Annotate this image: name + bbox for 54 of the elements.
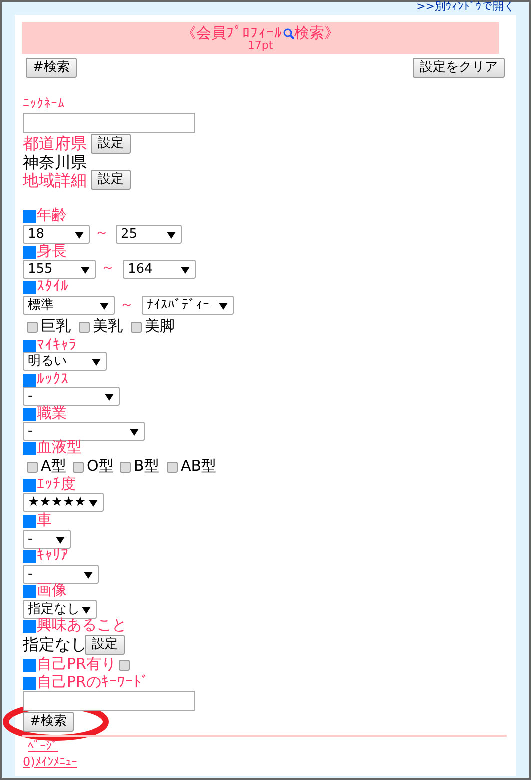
checkbox-label: A型 xyxy=(41,459,66,474)
field-label: 年齢 xyxy=(37,208,67,223)
menu-link: 0)ﾒｲﾝﾒﾆｭｰ xyxy=(23,756,78,768)
dropdown: - xyxy=(23,530,71,549)
dropdown: 25 xyxy=(116,225,182,244)
checkbox-label: 美乳 xyxy=(93,319,123,334)
field-label: 自己PRのｷｰﾜｰﾄﾞ xyxy=(37,675,150,690)
value-text: 神奈川県 xyxy=(23,155,87,171)
heading-text: 検索》 xyxy=(294,24,340,43)
dropdown: 明るい xyxy=(23,352,107,371)
field-label: ｴｯﾁ度 xyxy=(37,477,76,492)
field-label: 都道府県 xyxy=(23,136,87,152)
dropdown: - xyxy=(23,565,99,584)
field-label: ｷｬﾘｱ xyxy=(37,548,69,563)
button: #検索 xyxy=(26,58,77,78)
range-separator: ～ xyxy=(120,298,134,312)
field-label: 画像 xyxy=(37,583,67,598)
dropdown: 18 xyxy=(23,225,90,244)
value-text: 指定なし xyxy=(23,637,87,653)
button: 設定 xyxy=(91,170,131,190)
dropdown: 指定なし xyxy=(23,600,97,619)
field-label: ﾙｯｸｽ xyxy=(37,372,69,387)
dropdown: 標準 xyxy=(23,296,115,315)
field-label: 車 xyxy=(37,513,52,528)
checkbox-label: 巨乳 xyxy=(41,319,71,334)
field-label: ﾆｯｸﾈｰﾑ xyxy=(23,98,65,111)
dropdown: - xyxy=(23,422,145,441)
checkbox-label: B型 xyxy=(134,459,160,474)
button: #検索 xyxy=(23,712,74,732)
menu-link: ﾍﾟｰｼﾞ xyxy=(28,740,58,752)
field-label: 興味あること xyxy=(37,618,127,633)
dropdown: 155 xyxy=(23,260,96,279)
heading-text: 《会員ﾌﾟﾛﾌｨｰﾙ xyxy=(182,24,282,42)
field-label: ﾏｲｷｬﾗ xyxy=(37,338,77,353)
button: 設定 xyxy=(91,134,131,154)
field-label: 地域詳細 xyxy=(23,173,87,189)
field-label: 自己PR有り xyxy=(37,657,116,672)
dropdown: ﾅｲｽﾊﾞﾃﾞｨｰ xyxy=(142,296,234,315)
range-separator: ～ xyxy=(95,226,109,240)
field-label: ｽﾀｲﾙ xyxy=(37,279,69,294)
checkbox-label: AB型 xyxy=(181,459,217,474)
checkbox-label: 美脚 xyxy=(145,319,175,334)
range-separator: ～ xyxy=(101,261,115,275)
field-label: 血液型 xyxy=(37,440,82,455)
checkbox-label: O型 xyxy=(87,459,114,474)
font-size-text: 17pt xyxy=(248,40,274,51)
button: 設定をクリア xyxy=(413,58,505,78)
field-label: 身長 xyxy=(37,244,67,259)
button: 設定 xyxy=(85,635,125,655)
dropdown: ★★★★★ xyxy=(23,493,104,512)
dropdown: - xyxy=(23,387,120,406)
open-in-new-window-link: >>別ｳｨﾝﾄﾞｳで開く xyxy=(416,1,515,12)
field-label: 職業 xyxy=(37,406,67,421)
dropdown: 164 xyxy=(123,260,196,279)
